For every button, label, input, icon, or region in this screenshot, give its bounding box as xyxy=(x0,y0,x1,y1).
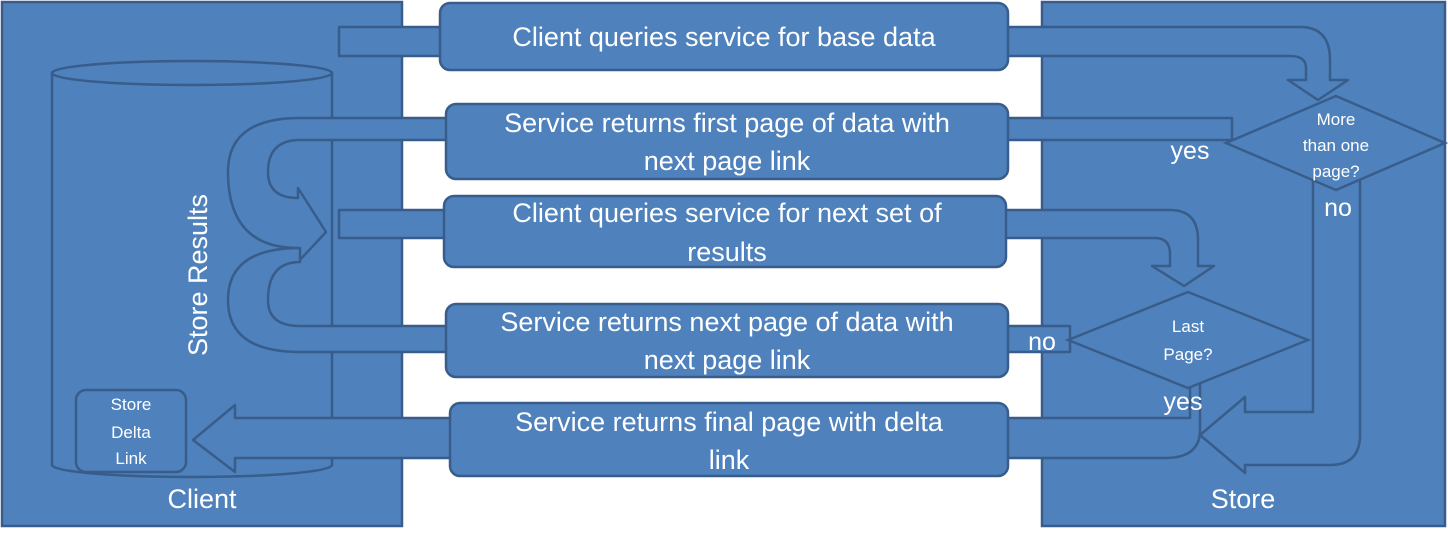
arrow-decision-no-to-final xyxy=(1198,176,1362,475)
decision-more-than-one-page xyxy=(1222,94,1448,192)
store-title: Store xyxy=(1211,484,1276,514)
decision-1-no-label: no xyxy=(1324,194,1352,222)
step-1-text: Client queries service for base data xyxy=(512,22,936,52)
delta-box-line2: Delta xyxy=(111,423,151,442)
delta-box-line1: Store xyxy=(111,395,152,414)
step-2-text-line1: Service returns first page of data with xyxy=(504,108,950,138)
decision-1-yes-label: yes xyxy=(1171,137,1210,165)
step-4-text-line1: Service returns next page of data with xyxy=(500,307,953,337)
step-2-text-line2: next page link xyxy=(644,146,811,176)
decision-2-no-label: no xyxy=(1028,328,1056,356)
decision-2-line2: Page? xyxy=(1163,345,1212,364)
step-3-text-line1: Client queries service for next set of xyxy=(512,198,942,228)
decision-1-line2: than one xyxy=(1303,136,1369,155)
store-delta-link-box xyxy=(74,388,188,474)
decision-last-page xyxy=(1064,290,1312,390)
client-title: Client xyxy=(167,484,237,514)
step-4-text-line2: next page link xyxy=(644,345,811,375)
step-base-query-box xyxy=(438,1,1010,72)
decision-2-line1: Last xyxy=(1172,317,1204,336)
step-next-query-box xyxy=(442,194,1008,269)
step-5-text-line1: Service returns final page with delta xyxy=(515,407,944,437)
step-first-page-box xyxy=(444,102,1010,181)
delta-box-line3: Link xyxy=(115,449,147,468)
step-next-page-box xyxy=(444,302,1010,379)
step-5-text-line2: link xyxy=(709,445,750,475)
decision-1-line1: More xyxy=(1317,110,1356,129)
step-final-page-box xyxy=(448,401,1010,478)
decision-2-yes-label: yes xyxy=(1164,388,1203,416)
store-results-label: Store Results xyxy=(183,194,213,356)
decision-1-line3: page? xyxy=(1312,162,1359,181)
step-3-text-line2: results xyxy=(687,237,767,267)
